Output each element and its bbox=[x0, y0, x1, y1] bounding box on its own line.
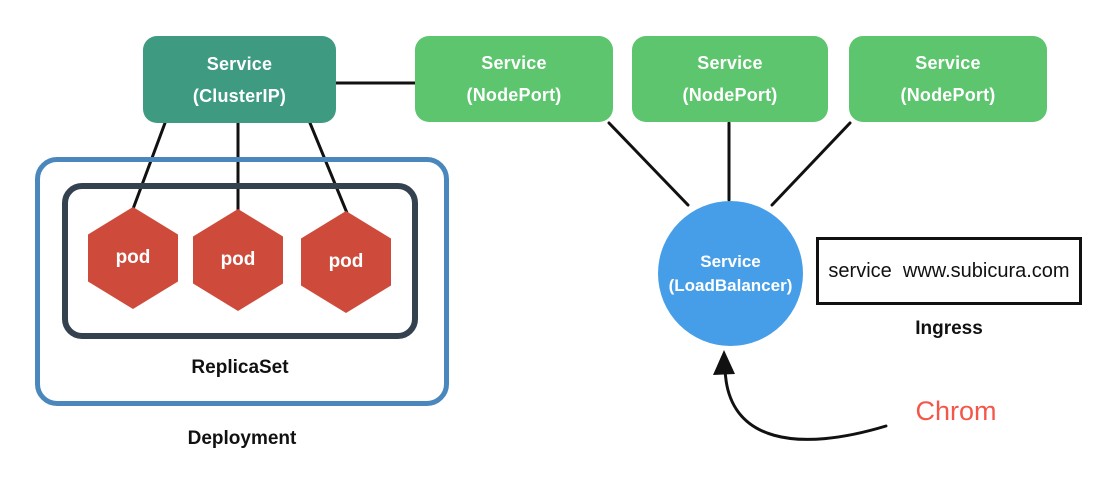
service-clusterip-subtitle: (ClusterIP) bbox=[192, 85, 287, 106]
deployment-boundary bbox=[35, 157, 449, 406]
edge-nodeport1-lb bbox=[607, 121, 690, 207]
ingress-label: Ingress bbox=[915, 318, 983, 339]
arrowhead bbox=[713, 350, 735, 375]
edge-nodeport3-lb bbox=[770, 121, 852, 207]
ingress-rule-text: service www.subicura.com bbox=[828, 259, 1070, 282]
client-browser-label: Chrom bbox=[915, 396, 997, 426]
service-nodeport-title: Service bbox=[915, 53, 981, 73]
replicaset-label: ReplicaSet bbox=[191, 357, 289, 378]
service-loadbalancer-title: Service bbox=[700, 251, 761, 271]
service-nodeport-node-2: Service (NodePort) bbox=[632, 36, 828, 122]
service-clusterip-title: Service bbox=[206, 53, 273, 74]
replicaset-boundary bbox=[62, 183, 418, 339]
deployment-label: Deployment bbox=[187, 428, 297, 449]
service-nodeport-title: Service bbox=[481, 53, 547, 73]
service-nodeport-title: Service bbox=[697, 53, 763, 73]
pod-label: pod bbox=[220, 249, 256, 270]
service-nodeport-subtitle: (NodePort) bbox=[682, 85, 778, 105]
service-loadbalancer-subtitle: (LoadBalancer) bbox=[668, 275, 793, 295]
service-nodeport-subtitle: (NodePort) bbox=[900, 85, 996, 105]
ingress-rule-box: service www.subicura.com bbox=[816, 237, 1082, 305]
pod-label: pod bbox=[328, 251, 364, 272]
pod-label: pod bbox=[115, 247, 151, 268]
service-nodeport-node-3: Service (NodePort) bbox=[849, 36, 1047, 122]
service-nodeport-node-1: Service (NodePort) bbox=[415, 36, 613, 122]
service-nodeport-subtitle: (NodePort) bbox=[466, 85, 562, 105]
service-clusterip-node: Service (ClusterIP) bbox=[143, 36, 336, 123]
service-loadbalancer-node: Service (LoadBalancer) bbox=[658, 201, 803, 346]
